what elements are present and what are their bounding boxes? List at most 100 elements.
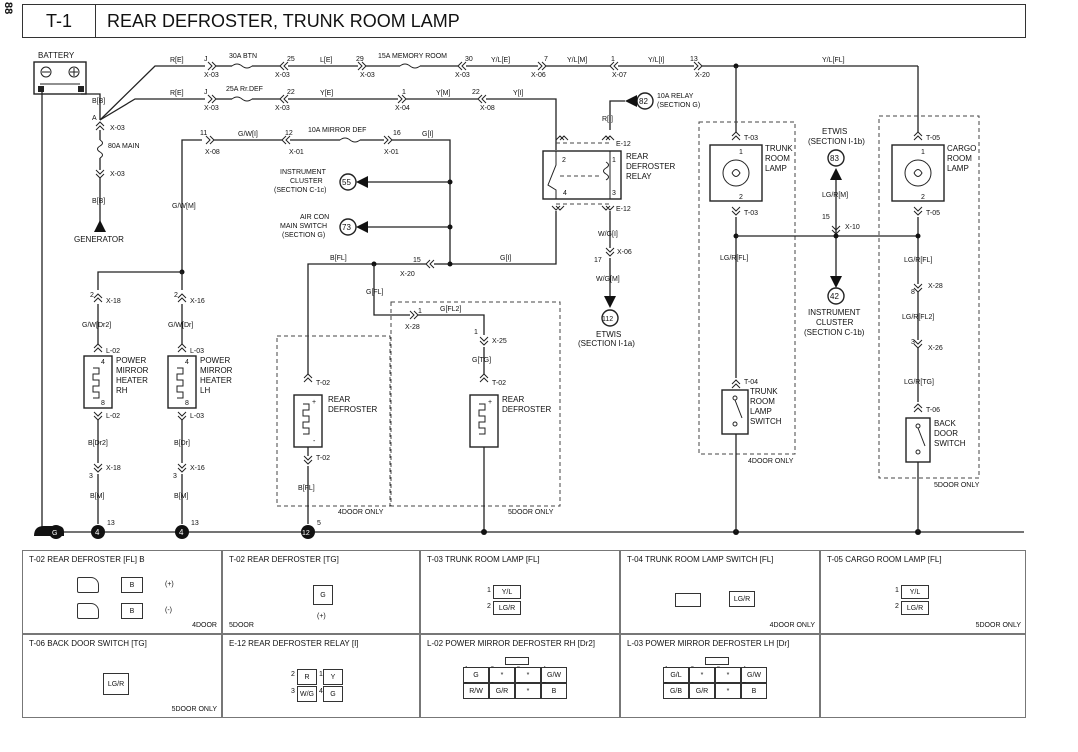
fuse-15a-memory — [399, 63, 421, 69]
ref-112-section: (SECTION I-1a) — [578, 339, 635, 348]
ref-42-label-2: CLUSTER — [816, 318, 854, 327]
wire-label-bdr2: B[Dr2] — [88, 440, 108, 447]
pmh-rh-label-1: POWER — [116, 356, 146, 365]
ground-g-label: G — [52, 530, 57, 537]
ground-12 — [301, 525, 315, 539]
wire-label-gfl2: G[FL2] — [440, 306, 461, 313]
conn-x28-b: X-28 — [928, 283, 943, 290]
pin-11: 11 — [200, 130, 207, 137]
pin-8-lh: 8 — [185, 400, 189, 407]
connector-pin: B — [741, 683, 767, 699]
wire-label-ri: R[I] — [602, 116, 613, 123]
ground-12-label: 12 — [302, 530, 310, 537]
rear-defroster-5door — [469, 394, 499, 448]
connector-pin: LG/R — [901, 601, 929, 615]
connector-pin: LG/R — [729, 591, 755, 607]
ref-112-number: 112 — [602, 316, 613, 323]
pin-22-x08: 22 — [472, 89, 480, 96]
back-switch-label-3: SWITCH — [934, 439, 966, 448]
conn-x03-b: X-03 — [110, 171, 125, 178]
ref-83-section: (SECTION I-1b) — [808, 137, 865, 146]
conn-x25-a: X-25 — [492, 338, 507, 345]
wire-label-gwi: G/W[I] — [238, 131, 258, 138]
wire-label-lgrfl2: LG/R[FL2] — [902, 314, 934, 321]
pin-4-rh: 4 — [101, 359, 105, 366]
relay-pin-3: 3 — [612, 190, 616, 197]
fuse-25a-rrdef — [231, 96, 253, 102]
trunk-room-lamp-switch — [721, 389, 749, 435]
power-mirror-heater-rh — [83, 355, 113, 409]
ref-circle-73 — [339, 218, 357, 236]
wire-label-ye: Y[E] — [320, 90, 333, 97]
pin-4-lh: 4 — [185, 359, 189, 366]
wire-label-lgrfl-a: LG/R[FL] — [720, 255, 748, 262]
pin-8-rh: 8 — [101, 400, 105, 407]
connector-pin: W/G — [297, 686, 317, 702]
pin-25: 25 — [287, 56, 295, 63]
cargo-pin-1: 1 — [921, 149, 925, 156]
connector-sign: (-) — [165, 607, 172, 614]
cargo-lamp-label-3: LAMP — [947, 164, 969, 173]
conn-t06: T-06 — [926, 407, 940, 414]
wire-label-wgm: W/G[M] — [596, 276, 620, 283]
trunk-lamp-label-2: ROOM — [765, 154, 790, 163]
conn-t02-b: T-02 — [316, 455, 330, 462]
note-4door-b: 4DOOR ONLY — [748, 458, 794, 465]
note-5door-b: 5DOOR ONLY — [934, 482, 980, 489]
pmh-lh-label-4: LH — [200, 386, 210, 395]
ref-73-label-1: AIR CON — [300, 214, 329, 221]
wire-label-le: L[E] — [320, 57, 333, 64]
trunk-switch-label-2: ROOM — [750, 397, 775, 406]
connector-title: T-02 REAR DEFROSTER [TG] — [229, 555, 339, 564]
wire-r-e-bottom — [99, 98, 205, 121]
connector-title: T-05 CARGO ROOM LAMP [FL] — [827, 555, 942, 564]
pin-8-x28: 8 — [911, 289, 915, 296]
connector-pin: Y/L — [901, 585, 929, 599]
conn-x10: X-10 — [845, 224, 860, 231]
pin-1-x04: 1 — [402, 89, 406, 96]
pmh-lh-label-1: POWER — [200, 356, 230, 365]
connector-pin: G/R — [689, 683, 715, 699]
wire-label-bfl-2: B[FL] — [298, 485, 315, 492]
wiring-diagram: BATTERY B[B] R[E] R[E] A X-03 80A MAIN X… — [33, 51, 1024, 539]
conn-x16-b: X-16 — [190, 465, 205, 472]
connector-latch — [505, 657, 529, 665]
trunk-pin-1: 1 — [739, 149, 743, 156]
connector-cell-t02-fl: T-02 REAR DEFROSTER [FL] B B (+) B (-) 4… — [22, 550, 222, 634]
connector-pin: G/W — [741, 667, 767, 683]
ref-circle-55 — [339, 173, 357, 191]
connector-pin: LG/R — [493, 601, 521, 615]
ref-55-section: (SECTION C-1c) — [274, 187, 327, 194]
ref-55-number: 55 — [342, 178, 351, 187]
ground-13a-label: 13 — [107, 520, 115, 527]
ground-4a — [91, 525, 105, 539]
pin-17: 17 — [594, 257, 602, 264]
trunk-switch-label-4: SWITCH — [750, 417, 782, 426]
wire-label-yle: Y/L[E] — [491, 57, 510, 64]
back-switch-label-2: DOOR — [934, 429, 958, 438]
pin-number: 2 — [291, 671, 295, 678]
ref-circle-42 — [827, 287, 845, 305]
conn-x26: X-26 — [928, 345, 943, 352]
conn-t05-a: T-05 — [926, 135, 940, 142]
conn-x03-d: X-03 — [204, 105, 219, 112]
pmh-rh-label-3: HEATER — [116, 376, 148, 385]
wire-label-bdr: B[Dr] — [174, 440, 190, 447]
ground-g-circle — [49, 525, 63, 539]
ref-73-section: (SECTION G) — [282, 232, 325, 239]
relay-label-2: DEFROSTER — [626, 162, 676, 171]
fuse-15a-memory-label: 15A MEMORY ROOM — [378, 53, 447, 60]
wire-label-ylfl: Y/L[FL] — [822, 57, 845, 64]
battery-label: BATTERY — [38, 51, 75, 60]
wire-label-yli: Y/L[I] — [648, 57, 664, 64]
ground-4b-label: 4 — [179, 528, 184, 537]
connector-cell-e12: E-12 REAR DEFROSTER RELAY [I] 2 R 1 Y 3 … — [222, 634, 420, 718]
conn-x06-b: X-06 — [617, 249, 632, 256]
pin-13: 13 — [690, 56, 698, 63]
connector-pin: G/L — [663, 667, 689, 683]
pmh-lh-label-3: HEATER — [200, 376, 232, 385]
rear-def-a-label-1: REAR — [328, 395, 350, 404]
connector-cell-t04: T-04 TRUNK ROOM LAMP SWITCH [FL] LG/R 4D… — [620, 550, 820, 634]
connector-pin: G — [313, 585, 333, 605]
ref-82-label: 10A RELAY — [657, 93, 694, 100]
